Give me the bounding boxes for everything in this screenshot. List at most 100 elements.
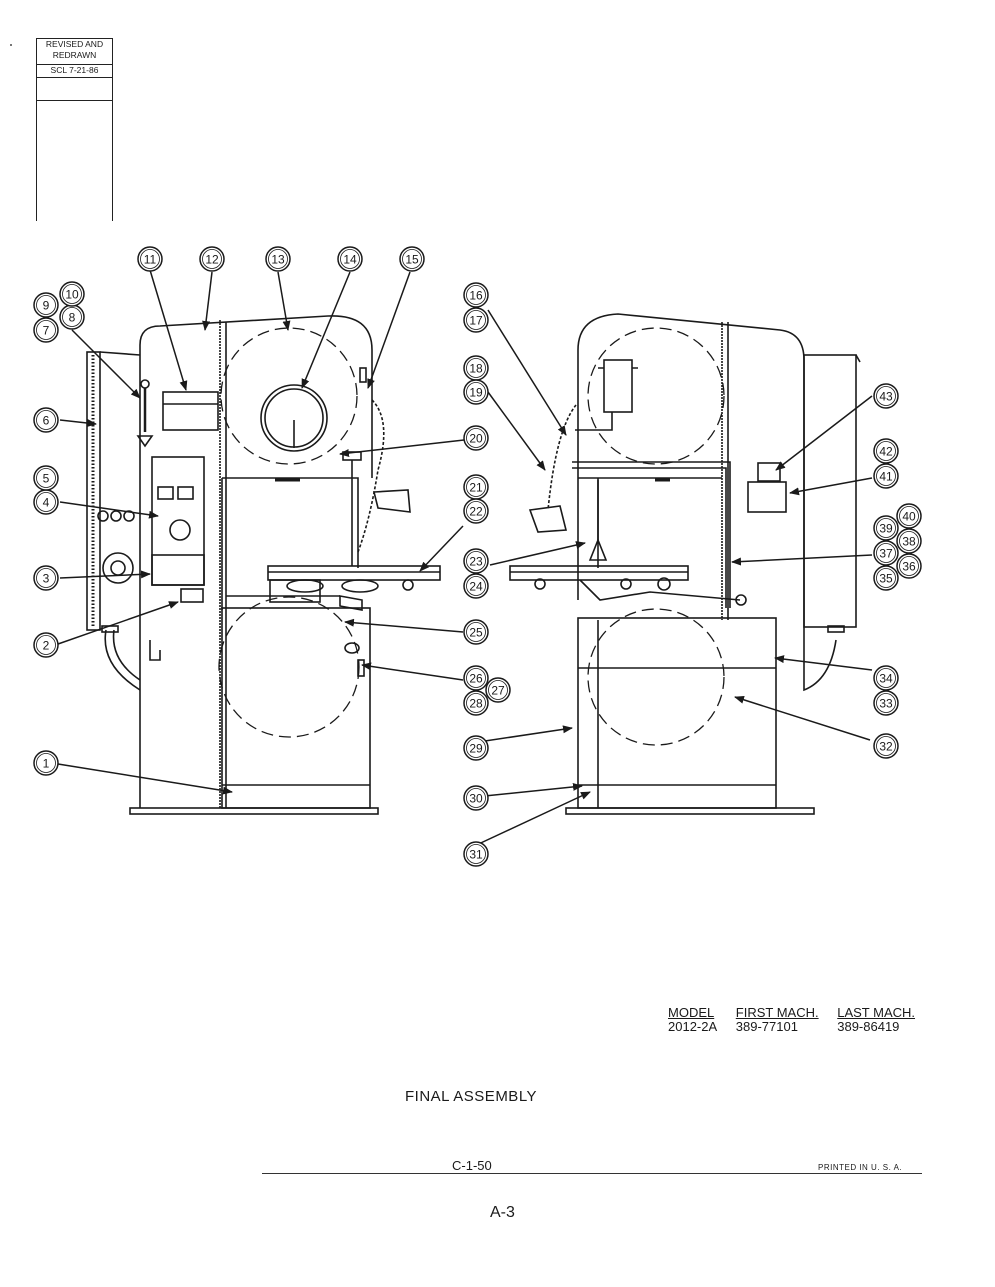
callout-16: 16 — [463, 282, 489, 308]
callout-label: 13 — [271, 253, 285, 267]
callout-circle — [463, 619, 489, 645]
callout-42: 42 — [873, 438, 899, 464]
callout-6: 6 — [33, 407, 59, 433]
callout-label: 8 — [69, 311, 76, 325]
callout-circle — [896, 528, 922, 554]
callout-29: 29 — [463, 735, 489, 761]
right-machine-view — [509, 313, 861, 815]
callout-27: 27 — [485, 677, 511, 703]
first-mach-value: 389-77101 — [735, 1019, 798, 1034]
callout-inner-circle — [876, 543, 896, 563]
callout-inner-circle — [876, 568, 896, 588]
callout-inner-circle — [899, 531, 919, 551]
callout-inner-circle — [340, 249, 360, 269]
callout-inner-circle — [202, 249, 222, 269]
callout-circle — [463, 379, 489, 405]
callout-2: 2 — [33, 632, 59, 658]
callout-circle — [463, 841, 489, 867]
callout-36: 36 — [896, 553, 922, 579]
callout-22: 22 — [463, 498, 489, 524]
first-mach-column: FIRST MACH. 389-77101 — [736, 1006, 819, 1034]
callout-circle — [873, 438, 899, 464]
right-base-plate — [565, 807, 815, 815]
callout-circle — [873, 665, 899, 691]
callout-34: 34 — [873, 665, 899, 691]
callout-inner-circle — [876, 441, 896, 461]
callout-label: 39 — [879, 522, 893, 536]
callout-circle — [873, 690, 899, 716]
callout-circle — [33, 632, 59, 658]
callout-10: 10 — [59, 281, 85, 307]
callout-circle — [463, 690, 489, 716]
callout-12: 12 — [199, 246, 225, 272]
callout-3: 3 — [33, 565, 59, 591]
callout-label: 24 — [469, 580, 483, 594]
callout-circle — [873, 515, 899, 541]
speck-mark — [10, 44, 12, 46]
callout-label: 16 — [469, 289, 483, 303]
callout-circle — [463, 498, 489, 524]
callout-28: 28 — [463, 690, 489, 716]
wheel-window — [260, 384, 328, 452]
callout-inner-circle — [466, 358, 486, 378]
callout-11: 11 — [137, 246, 163, 272]
right-lower-wheel — [587, 608, 725, 746]
left-table — [267, 565, 441, 581]
callout-20: 20 — [463, 425, 489, 451]
callout-4: 4 — [33, 489, 59, 515]
callout-inner-circle — [140, 249, 160, 269]
callout-label: 28 — [469, 697, 483, 711]
callout-label: 1 — [43, 757, 50, 771]
callout-8: 8 — [59, 304, 85, 330]
callout-label: 19 — [469, 386, 483, 400]
callout-circle — [873, 463, 899, 489]
callout-label: 18 — [469, 362, 483, 376]
callout-circle — [199, 246, 225, 272]
callout-circle — [896, 503, 922, 529]
callout-circle — [463, 573, 489, 599]
box-41 — [747, 481, 787, 513]
callout-9: 9 — [33, 292, 59, 318]
page-number: A-3 — [490, 1204, 515, 1221]
callout-inner-circle — [876, 466, 896, 486]
right-upper-wheel — [587, 327, 725, 465]
model-info-table: MODEL 2012-2A FIRST MACH. 389-77101 LAST… — [668, 1006, 930, 1034]
callout-label: 33 — [879, 697, 893, 711]
callout-label: 32 — [879, 740, 893, 754]
callout-30: 30 — [463, 785, 489, 811]
callout-circle — [59, 281, 85, 307]
callout-40: 40 — [896, 503, 922, 529]
callout-label: 3 — [43, 572, 50, 586]
callout-circle — [463, 425, 489, 451]
callout-39: 39 — [873, 515, 899, 541]
callout-24: 24 — [463, 573, 489, 599]
callout-label: 12 — [205, 253, 219, 267]
callout-label: 34 — [879, 672, 893, 686]
callout-label: 7 — [43, 324, 50, 338]
last-mach-column: LAST MACH. 389-86419 — [837, 1006, 915, 1034]
callout-label: 40 — [902, 510, 916, 524]
callout-14: 14 — [337, 246, 363, 272]
callout-circle — [33, 465, 59, 491]
callout-label: 17 — [469, 314, 483, 328]
callout-25: 25 — [463, 619, 489, 645]
callout-31: 31 — [463, 841, 489, 867]
callout-inner-circle — [466, 477, 486, 497]
callout-inner-circle — [899, 556, 919, 576]
callout-label: 10 — [65, 288, 79, 302]
left-lower-wheel — [218, 596, 360, 738]
callout-label: 41 — [879, 470, 893, 484]
callout-inner-circle — [466, 285, 486, 305]
callout-label: 38 — [902, 535, 916, 549]
callout-inner-circle — [466, 668, 486, 688]
callout-1: 1 — [33, 750, 59, 776]
callout-label: 29 — [469, 742, 483, 756]
callout-label: 14 — [343, 253, 357, 267]
callout-label: 9 — [43, 299, 50, 313]
callout-15: 15 — [399, 246, 425, 272]
model-header: MODEL — [668, 1005, 715, 1020]
callout-41: 41 — [873, 463, 899, 489]
callout-inner-circle — [466, 738, 486, 758]
